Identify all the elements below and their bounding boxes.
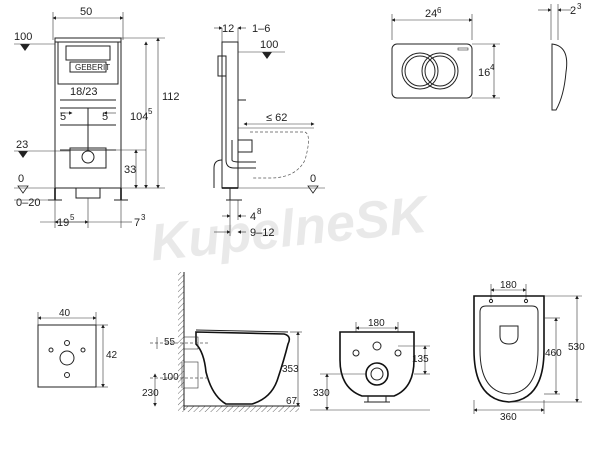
dim-67: 67 [286,396,298,407]
dim-100: 100 [162,372,179,383]
dim-104: 104 [130,111,148,123]
floor-hatch [184,406,299,412]
dim-112: 112 [162,91,180,103]
dim-le-62: ≤ 62 [266,112,287,124]
wall-hatch [178,272,184,412]
dim-4-side: 4 [250,211,256,223]
brand-label: GEBERIT [75,63,110,72]
dim-1-6-side: 1–6 [252,23,270,35]
dim-19-sup: 5 [70,213,75,222]
dim-5-left: 5 [60,111,66,123]
watermark-text: KupelneSK [148,185,433,272]
dim-7: 7 [134,217,140,229]
dim-top-180: 180 [500,280,517,291]
dim-33: 33 [124,164,136,176]
level-0-side: 0 [310,173,316,185]
dim-230: 230 [142,388,159,399]
dim-top-530: 530 [568,342,585,353]
dim-104-sup: 5 [148,107,153,116]
dim-plate-width-sup: 6 [437,6,442,15]
dim-55: 55 [164,337,176,348]
level-0-front: 0 [18,173,24,185]
frame-front-view: 50 GEBERIT 100 18/23 5 5 23 [14,6,180,229]
dim-5-right: 5 [102,111,108,123]
dim-top-460: 460 [545,348,562,359]
dim-opening-width: 40 [59,308,71,319]
dim-opening-height: 42 [106,350,118,361]
dim-19: 19 [57,217,69,229]
dim-plate-depth-sup: 3 [577,2,582,11]
dim-9-12-side: 9–12 [250,227,274,239]
wall-opening-view: 40 42 [37,308,118,388]
range-0-20: 0–20 [16,197,40,209]
level-100-front: 100 [14,31,32,43]
flush-plate-side: 2 3 [538,2,582,111]
level-100-side: 100 [260,39,278,51]
dim-12-side: 12 [222,23,234,35]
dim-top-360: 360 [500,412,517,423]
dim-7-sup: 3 [141,213,146,222]
dim-back-330: 330 [313,388,330,399]
level-23-front: 23 [16,139,28,151]
toilet-top-view: 180 460 530 360 [473,280,585,423]
label-18-23: 18/23 [70,86,98,98]
toilet-side-view: 55 100 230 353 67 [142,272,302,412]
dim-50: 50 [80,6,92,18]
dim-back-135: 135 [412,354,429,365]
dim-plate-depth: 2 [570,5,576,17]
dim-plate-height: 16 [478,67,490,79]
dim-plate-height-sup: 4 [490,63,495,72]
dim-4-sup: 8 [257,207,262,216]
dim-353: 353 [282,364,299,375]
toilet-back-view: 180 135 330 [310,318,430,411]
dim-back-180: 180 [368,318,385,329]
frame-side-view: 12 1–6 100 ≤ 62 0 4 [213,23,325,239]
dim-plate-width: 24 [425,8,437,20]
flush-plate-front: 24 6 16 4 [391,6,500,99]
